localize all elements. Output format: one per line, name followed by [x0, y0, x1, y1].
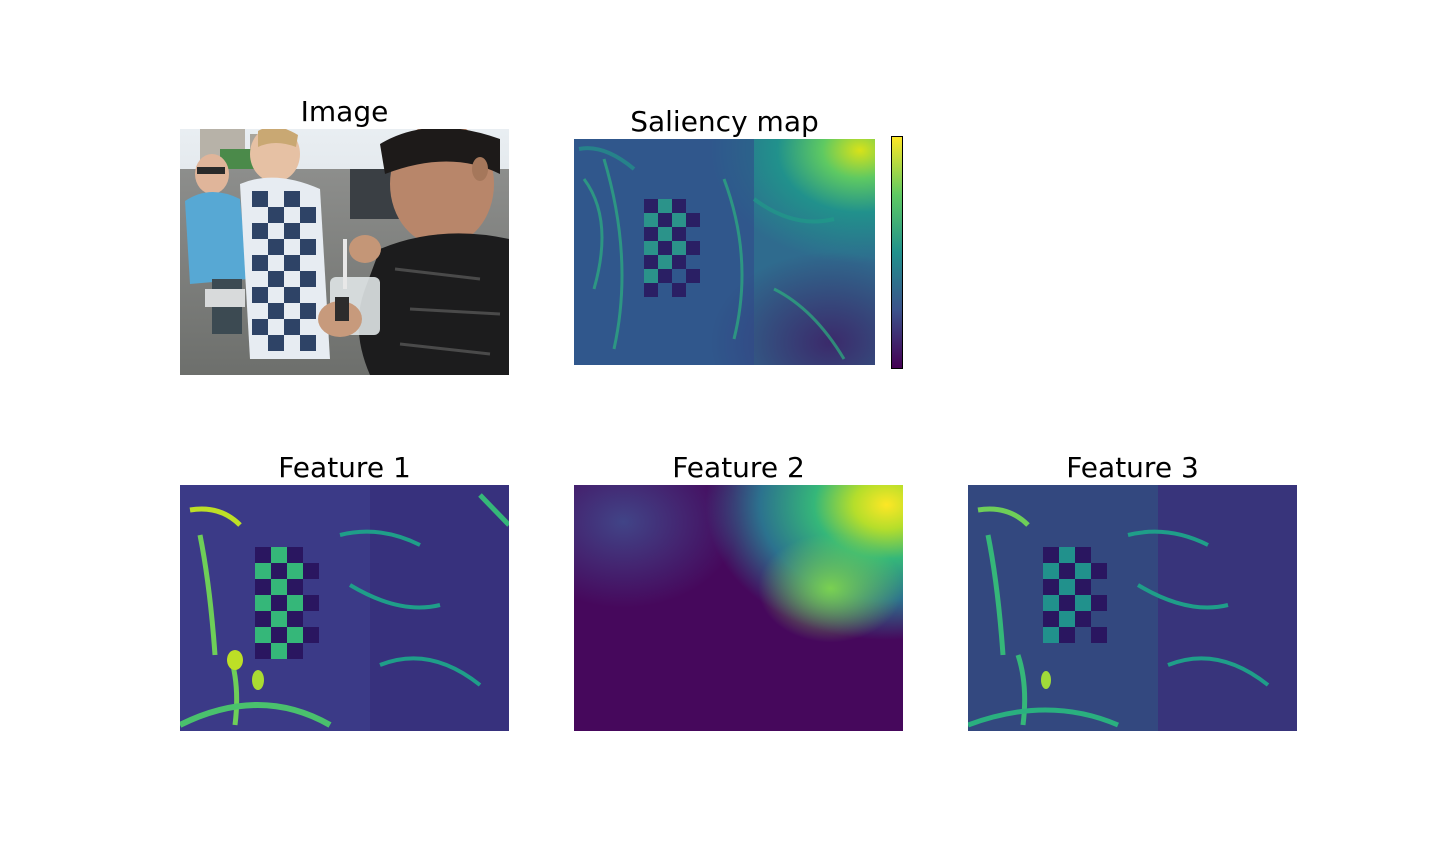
- feature1-heatmap: [180, 485, 509, 731]
- saliency-title: Saliency map: [630, 105, 819, 138]
- image-title: Image: [300, 95, 389, 128]
- saliency-heatmap: [574, 139, 875, 365]
- photo-icon: [180, 129, 509, 375]
- feature2-heatmap: [574, 485, 903, 731]
- input-photo: [180, 129, 509, 375]
- feature3-heatmap: [968, 485, 1297, 731]
- feature2-title: Feature 2: [672, 451, 805, 484]
- saliency-colorbar: [891, 136, 903, 369]
- feature1-title: Feature 1: [278, 451, 411, 484]
- feature3-title: Feature 3: [1066, 451, 1199, 484]
